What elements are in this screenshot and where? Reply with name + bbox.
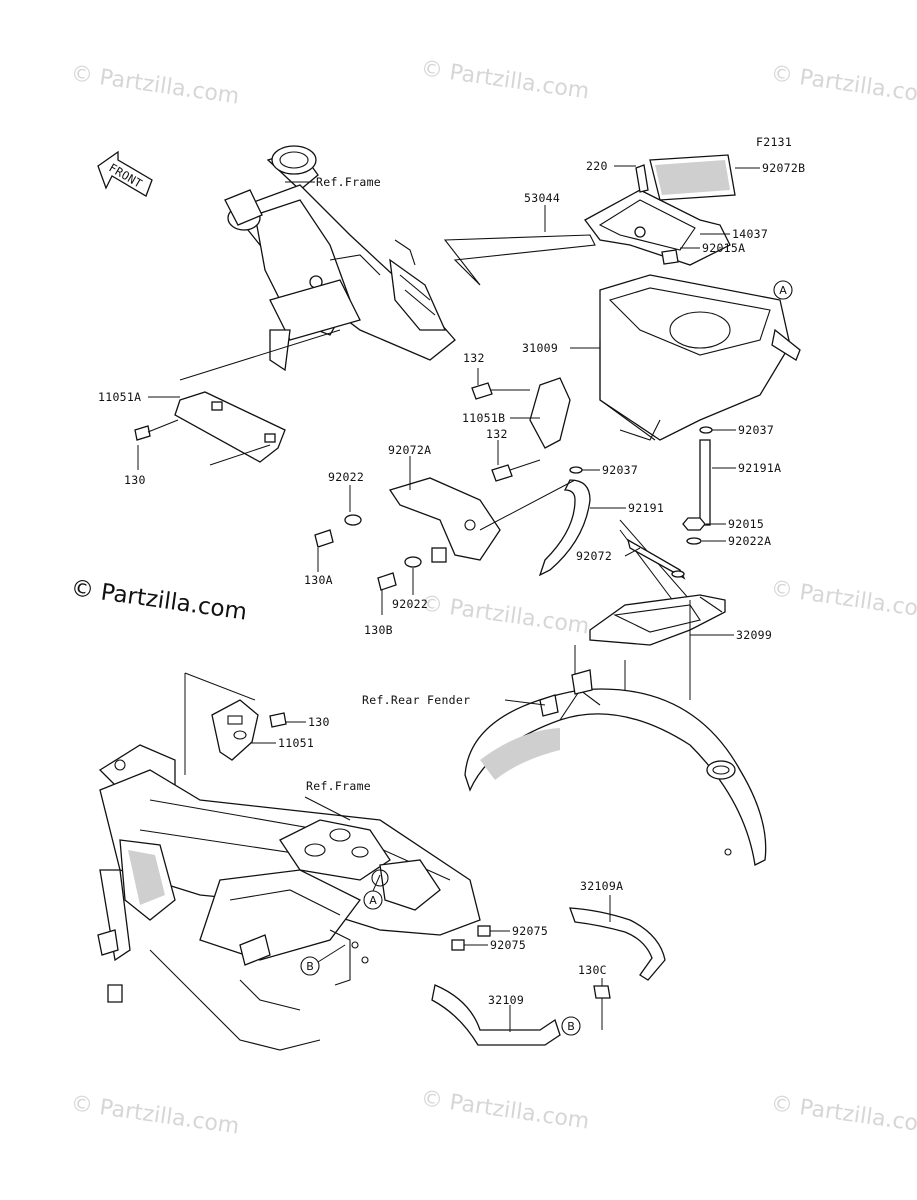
rear-frame-section	[97, 744, 481, 1051]
part-92037-left	[569, 466, 583, 474]
label-92072A: 92072A	[388, 443, 431, 457]
label-130A: 130A	[304, 573, 333, 587]
label-92191A: 92191A	[738, 461, 781, 475]
copyright-notice: © Partzilla.com	[69, 575, 248, 625]
leader-line	[179, 329, 341, 381]
watermark: © Partzilla.com	[419, 1086, 591, 1134]
watermark: © Partzilla.com	[769, 1091, 917, 1139]
label-53044: 53044	[524, 191, 560, 205]
rear-fender	[464, 669, 767, 866]
label-92015: 92015	[728, 517, 764, 531]
leader-line	[372, 874, 381, 892]
label-92075-upper: 92075	[512, 924, 548, 938]
label-92022-upper: 92022	[328, 470, 364, 484]
front-frame-section	[224, 145, 456, 372]
part-92037-right	[699, 426, 713, 434]
marker-a	[773, 280, 793, 300]
marker-a-bottom-label: A	[369, 894, 377, 907]
figure-code: F2131	[756, 135, 792, 149]
part-92072A	[314, 477, 576, 591]
watermark: © Partzilla.com	[69, 1091, 241, 1139]
watermark: © Partzilla.com	[69, 61, 241, 109]
watermark: © Partzilla.com	[419, 56, 591, 104]
part-32099	[589, 594, 726, 646]
bracket-11051A	[134, 391, 286, 463]
watermark: © Partzilla.com	[769, 61, 917, 109]
marker-b-right-label: B	[567, 1020, 575, 1033]
label-130B: 130B	[364, 623, 393, 637]
part-92075-lower	[451, 939, 465, 951]
part-11051	[211, 699, 287, 761]
part-31009	[599, 274, 801, 441]
leader-line	[624, 547, 641, 557]
label-130C: 130C	[578, 963, 607, 977]
part-14037	[584, 154, 736, 266]
label-132-lower: 132	[486, 427, 508, 441]
leader-line	[317, 944, 346, 963]
label-92015A: 92015A	[702, 241, 745, 255]
label-14037: 14037	[732, 227, 768, 241]
front-arrow: FRONT	[97, 150, 153, 197]
leader-line	[304, 796, 351, 821]
marker-b	[300, 956, 320, 976]
label-130-lower: 130	[308, 715, 330, 729]
marker-b-right	[561, 1016, 581, 1036]
label-220: 220	[586, 159, 608, 173]
ref-frame-top-label: Ref.Frame	[316, 175, 381, 189]
label-92072B: 92072B	[762, 161, 805, 175]
label-11051B: 11051B	[462, 411, 505, 425]
label-92037-left: 92037	[602, 463, 638, 477]
part-92191	[538, 479, 591, 577]
ref-rear-fender-label: Ref.Rear Fender	[362, 693, 470, 707]
part-53044	[443, 234, 596, 286]
leader-line	[209, 444, 271, 466]
label-92037-right: 92037	[738, 423, 774, 437]
part-11051B	[471, 377, 571, 482]
label-32109: 32109	[488, 993, 524, 1007]
leader-line	[504, 699, 546, 706]
label-11051A: 11051A	[98, 390, 141, 404]
part-92022A	[686, 537, 702, 545]
label-132-upper: 132	[463, 351, 485, 365]
label-92022A: 92022A	[728, 534, 771, 548]
ref-frame-bottom-label: Ref.Frame	[306, 779, 371, 793]
part-92015	[682, 517, 706, 531]
label-92072: 92072	[576, 549, 612, 563]
label-32099: 32099	[736, 628, 772, 642]
watermark: © Partzilla.com	[769, 576, 917, 624]
label-31009: 31009	[522, 341, 558, 355]
part-130C	[593, 985, 611, 999]
marker-a-label: A	[779, 284, 787, 297]
label-92075-lower: 92075	[490, 938, 526, 952]
label-11051: 11051	[278, 736, 314, 750]
label-32109A: 32109A	[580, 879, 623, 893]
label-92191: 92191	[628, 501, 664, 515]
part-32109A	[569, 907, 666, 981]
marker-b-label: B	[306, 960, 314, 973]
part-92072	[619, 519, 691, 611]
label-130: 130	[124, 473, 146, 487]
part-32109	[431, 984, 561, 1046]
part-92191A	[699, 439, 711, 526]
leader-line	[184, 672, 256, 701]
watermark: © Partzilla.com	[419, 591, 591, 639]
part-92075-upper	[477, 925, 491, 937]
label-92022-lower: 92022	[392, 597, 428, 611]
